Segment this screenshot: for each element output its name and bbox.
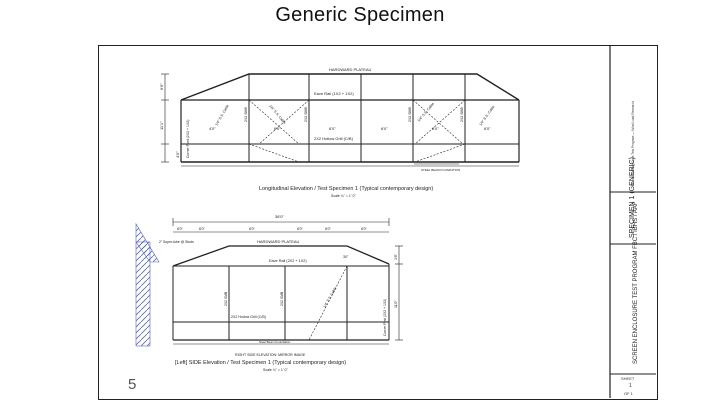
specimen-label: SPECIMEN 1 (GENERIC)	[629, 157, 636, 238]
bottom-caption: [Left] SIDE Elevation / Test Specimen 1 …	[175, 360, 346, 366]
bottom-bay-dim-2: 6'0"	[199, 227, 206, 231]
bottom-bay-dim-4: 6'0"	[297, 227, 304, 231]
drawing-canvas: Florida Building Code Test Program — Win…	[135, 46, 656, 398]
top-post-label-2: 2X2 SMB	[304, 107, 308, 122]
top-bay-dim-3: 6'0"	[329, 126, 336, 131]
top-post-label-1: 2X2 SMB	[244, 107, 248, 122]
side-elevation	[135, 218, 403, 347]
bottom-bay-dim-1: 6'0"	[177, 227, 184, 231]
bottom-right-dim-2: 11'0"	[394, 300, 398, 308]
top-bay-dim-1: 4'0"	[209, 126, 216, 131]
top-left-dim-1: 6'6"	[159, 83, 164, 90]
bottom-bay-dim-6: 6'0"	[361, 227, 368, 231]
top-brace-label-2: 1/4" S.S. Cable	[268, 104, 286, 125]
top-bay-dim-2: 6'0"	[274, 126, 281, 131]
bottom-post-label-1: 2X2 SMB	[224, 291, 228, 306]
top-left-dim-3: 4'0"	[175, 151, 180, 158]
bottom-plateau-label: HARDWARD PLATEAU	[257, 239, 300, 244]
bottom-overall-dim: 36'0"	[275, 214, 284, 219]
top-footer-label: STEEL BEAM FOUNDATION	[421, 168, 460, 172]
sheet-number: 1	[629, 383, 632, 389]
bottom-scale: Scale ¼" = 1' 0"	[263, 368, 288, 372]
top-caption: Longitudinal Elevation / Test Specimen 1…	[259, 186, 433, 192]
top-plateau-label: HARDWARD PLATEAU	[329, 67, 372, 72]
top-eave-rail-label: Eave Rail (1X2 + 1X2)	[314, 91, 354, 96]
bottom-supervisor-label: 2" Super-tube @ Studs	[159, 240, 194, 244]
top-post-label-3: 2X2 SMB	[408, 107, 412, 122]
bottom-bay-dim-5: 6'0"	[325, 227, 332, 231]
top-left-dim-2: 11'1"	[159, 121, 164, 130]
drawing-sheet: Florida Building Code Test Program — Win…	[98, 45, 658, 400]
side-labels: 36'0" 6'0" 6'0" 6'0" 6'0" 6'0" 6'0" HARD…	[159, 214, 398, 372]
bottom-right-dim-1: 1'8"	[394, 253, 398, 260]
top-brace-label-3: 1/4" S.S. Cable	[417, 102, 435, 123]
longitudinal-elevation	[161, 73, 520, 167]
title-block: Florida Building Code Test Program — Win…	[609, 46, 656, 398]
title-block-notes: Florida Building Code Test Program — Win…	[631, 101, 635, 186]
bottom-bay-dim-3: 6'0"	[249, 227, 256, 231]
bottom-eave-rail-label: Eave Rail (2X2 + 1X2)	[269, 259, 307, 263]
top-bay-dim-5: 6'0"	[432, 126, 439, 131]
top-scale: Scale ¼" = 1' 0"	[331, 194, 356, 198]
bottom-hollow-grid-label: 2X2 Hollow Grill (C/B)	[231, 315, 266, 319]
top-bay-dim-4: 6'0"	[381, 126, 388, 131]
program-label: SCREEN ENCLOSURE TEST PROGRAM FBC / IBHS…	[633, 201, 639, 364]
bottom-footer-label: Steel Beam Foundation	[259, 340, 291, 344]
sheet-of-label: OF 1	[624, 391, 634, 396]
bottom-post-label-2: 2X2 SMB	[280, 291, 284, 306]
top-corner-label: Corner Post (2X2 + 1X2)	[186, 120, 190, 158]
bottom-corner-label: Corner Post (2X2 + 1X2)	[383, 299, 387, 336]
page-number: 5	[128, 376, 137, 393]
top-post-label-4: 2X2 SMB	[460, 107, 464, 122]
bottom-angle-label: 30°	[343, 255, 349, 259]
top-brace-label-4: 1/4" S.S. Cable	[479, 105, 496, 127]
bottom-cable-label: 1/4" S.S. Cable	[322, 286, 337, 308]
longitudinal-labels: HARDWARD PLATEAU Eave Rail (1X2 + 1X2) 2…	[159, 67, 496, 198]
top-bay-dim-6: 6'0"	[484, 126, 491, 131]
bottom-mirror-label: RIGHT SIDE ELEVATION: MIRROR IMAGE	[235, 353, 306, 357]
sheet-label: SHEET	[621, 376, 635, 381]
top-hollow-grid-label: 2X2 Hollow Grill (C/B)	[314, 136, 354, 141]
top-brace-label-1: 1/4" S.S. Cable	[214, 104, 229, 127]
slide-title: Generic Specimen	[275, 4, 445, 26]
